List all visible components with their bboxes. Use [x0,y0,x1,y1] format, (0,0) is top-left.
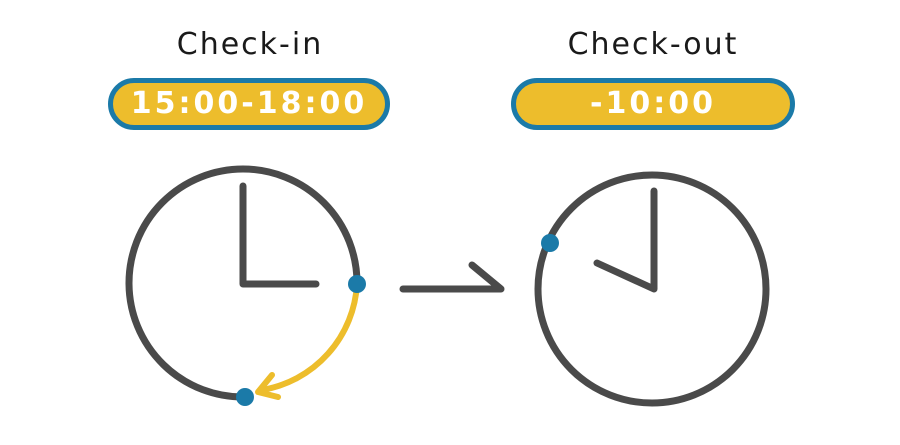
checkin-clock-hands [239,182,320,288]
checkin-time-badge: 15:00-18:00 [108,78,390,130]
checkin-time-text: 15:00-18:00 [130,86,368,121]
checkout-clock-icon [534,171,770,407]
checkout-heading: Check-out [567,27,739,62]
checkin-clock-icon [125,165,366,406]
checkout-time-dot [541,234,559,252]
checkout-clock-face [534,171,770,407]
checkin-window-arc [259,281,360,393]
checkin-clock-face [125,165,361,401]
checkout-time-text: -10:00 [590,86,716,121]
checkout-time-badge: -10:00 [511,78,795,130]
checkin-end-dot [236,388,254,406]
checkin-window-arrowhead [255,372,281,400]
transition-arrow-icon [399,261,505,293]
checkin-heading: Check-in [176,27,324,62]
checkin-start-dot [348,275,366,293]
checkout-clock-hands [593,187,658,293]
